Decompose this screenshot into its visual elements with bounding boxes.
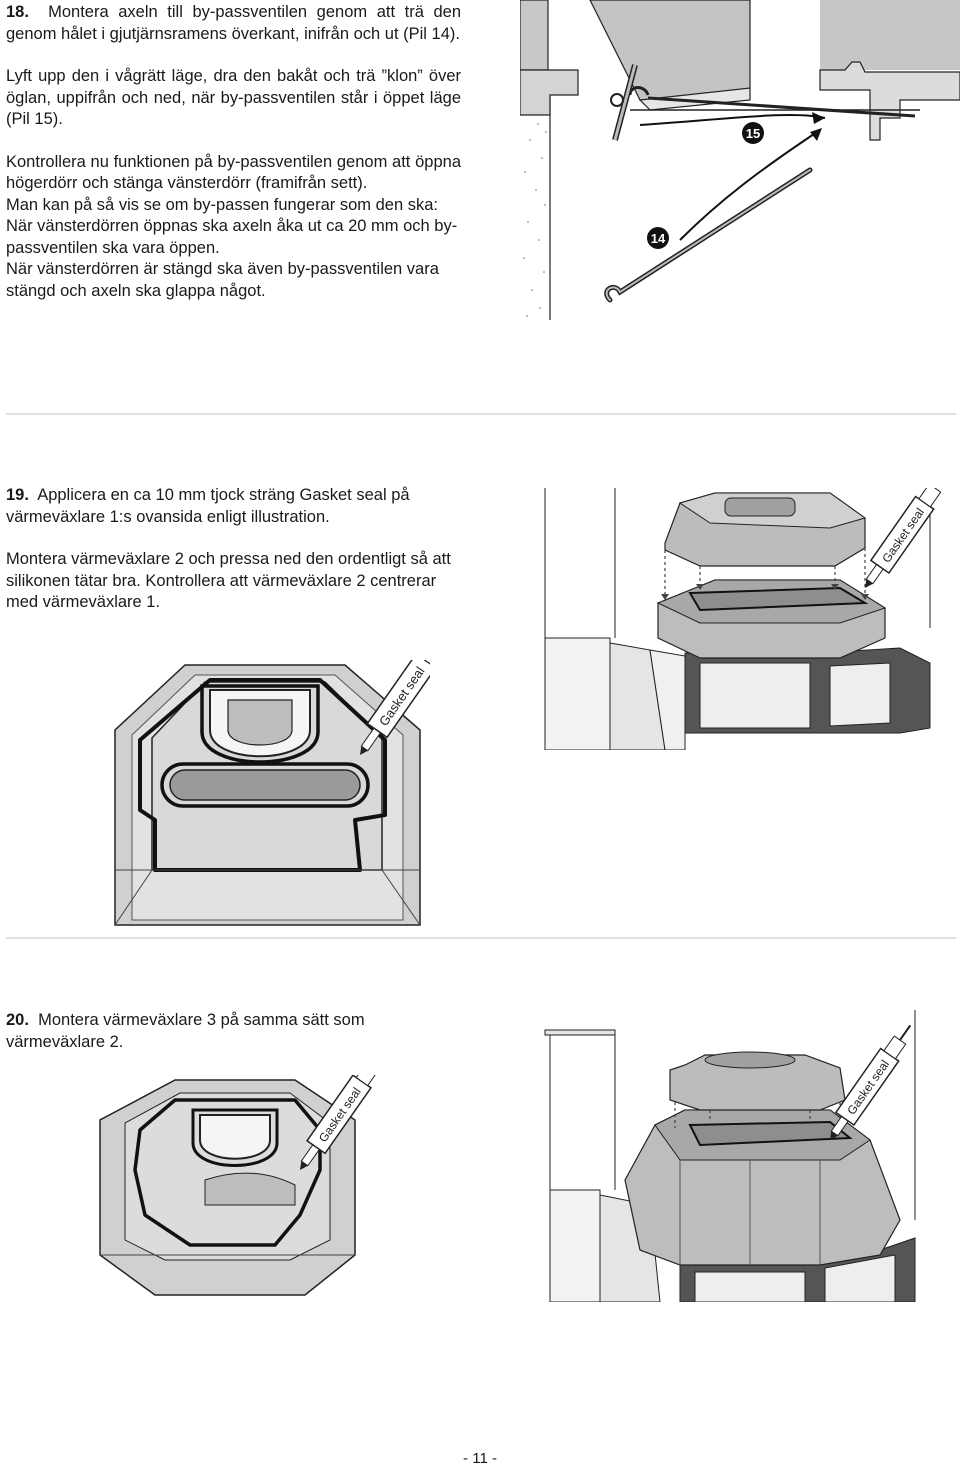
divider-2 [6, 937, 956, 939]
section-18-text: 18. Montera axeln till by-passventilen g… [6, 2, 461, 302]
step-18-paragraph-3: Kontrollera nu funktionen på by-passvent… [6, 152, 461, 195]
section-20-text: 20. Montera värmeväxlare 3 på samma sätt… [6, 1010, 461, 1053]
bypass-valve-illustration: 15 14 [520, 0, 960, 325]
step-19-paragraph-2: Montera värmeväxlare 2 och pressa ned de… [6, 549, 461, 614]
page-number: - 11 - [0, 1450, 960, 1467]
step-18-paragraph-4: Man kan på så vis se om by-passen funger… [6, 195, 461, 217]
stove-heat-exchanger-3-view: Gasket seal [540, 1010, 960, 1302]
step-number-19: 19. [6, 486, 29, 504]
step-number-18: 18. [6, 3, 29, 21]
arrow-15-label: 15 [746, 126, 760, 141]
step-18-paragraph-2: Lyft upp den i vågrätt läge, dra den bak… [6, 66, 461, 131]
section-19-text: 19. Applicera en ca 10 mm tjock sträng G… [6, 485, 461, 614]
step-19-paragraph-1: Applicera en ca 10 mm tjock sträng Gaske… [6, 486, 410, 526]
step-20-paragraph-1: Montera värmeväxlare 3 på samma sätt som… [6, 1011, 365, 1051]
heat-exchanger-1-top-view: Gasket seal [110, 660, 430, 930]
arrow-14-label: 14 [651, 231, 666, 246]
step-18-paragraph-5: När vänsterdörren öppnas ska axeln åka u… [6, 216, 461, 259]
step-18-paragraph-1: Montera axeln till by-passventilen genom… [6, 3, 461, 43]
stove-heat-exchanger-2-view: Gasket seal [540, 488, 960, 750]
step-18-paragraph-6: När vänsterdörren är stängd ska även by-… [6, 259, 461, 302]
divider-1 [6, 413, 956, 415]
heat-exchanger-2-top-view: Gasket seal [95, 1075, 435, 1300]
step-number-20: 20. [6, 1011, 29, 1029]
